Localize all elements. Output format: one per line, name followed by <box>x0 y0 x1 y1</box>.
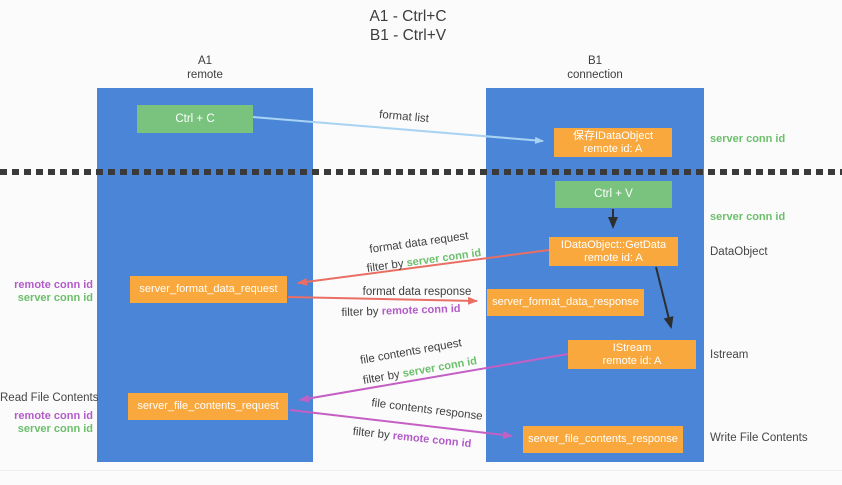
node-istream: IStream remote id: A <box>568 340 696 369</box>
label-format-list: format list <box>378 108 430 126</box>
label-read-file-contents: Read File Contents <box>0 392 99 404</box>
dotted-separator-line <box>0 169 842 175</box>
node-server-format-data-response: server_format_data_response <box>487 289 644 316</box>
server-conn-id-inline-2: server conn id <box>401 355 478 380</box>
label-server-conn-id-left-2: server conn id <box>17 423 93 435</box>
lane-header-b1: B1 connection <box>486 55 704 82</box>
label-remote-conn-id-left-1: remote conn id <box>14 279 93 291</box>
node-ctrl-c: Ctrl + C <box>137 105 253 133</box>
node-file-request-label: server_file_contents_request <box>137 400 279 412</box>
node-idataobject-getdata: IDataObject::GetData remote id: A <box>549 237 678 266</box>
lane-b1-name: B1 <box>587 55 603 67</box>
node-istream-line2: remote id: A <box>602 354 662 367</box>
node-server-file-contents-response: server_file_contents_response <box>523 426 683 453</box>
filter-by-text-3: filter by <box>362 368 404 387</box>
node-ctrl-v-label: Ctrl + V <box>594 188 633 200</box>
bottom-divider <box>0 470 842 471</box>
filter-by-text-4: filter by <box>352 425 394 442</box>
remote-conn-id-inline-1: remote conn id <box>381 302 461 318</box>
remote-conn-id-inline-2: remote conn id <box>392 430 472 451</box>
title-line-2: B1 - Ctrl+V <box>369 27 447 44</box>
node-format-response-label: server_format_data_response <box>492 296 639 308</box>
node-ctrl-c-label: Ctrl + C <box>175 112 215 125</box>
title-line-1: A1 - Ctrl+C <box>369 8 447 25</box>
label-filter-by-remote-conn-id-2: filter by remote conn id <box>352 426 472 450</box>
lane-a1-role: remote <box>187 68 223 81</box>
lane-b1-role: connection <box>567 68 623 81</box>
node-istream-line1: IStream <box>612 341 652 354</box>
label-server-conn-id-left-1: server conn id <box>17 292 93 304</box>
node-format-request-label: server_format_data_request <box>139 283 278 295</box>
filter-by-text-1: filter by <box>365 257 408 275</box>
node-save-idataobject-line1: 保存IDataObject <box>572 129 654 142</box>
server-conn-id-inline-1: server conn id <box>405 247 483 270</box>
node-getdata-line2: remote id: A <box>584 251 643 264</box>
lane-a1-name: A1 <box>197 55 213 67</box>
lane-header-a1: A1 remote <box>97 55 313 82</box>
label-server-conn-id-right-mid: server conn id <box>710 211 786 223</box>
node-server-file-contents-request: server_file_contents_request <box>128 393 288 420</box>
node-ctrl-v: Ctrl + V <box>555 181 672 208</box>
node-save-idataobject: 保存IDataObject remote id: A <box>554 128 672 157</box>
label-filter-by-remote-conn-id-1: filter by remote conn id <box>341 303 460 319</box>
node-getdata-line1: IDataObject::GetData <box>560 238 667 251</box>
node-file-response-label: server_file_contents_response <box>528 433 678 445</box>
label-write-file-contents: Write File Contents <box>710 432 808 444</box>
label-dataobject: DataObject <box>710 246 768 258</box>
label-istream: Istream <box>710 349 749 361</box>
node-server-format-data-request: server_format_data_request <box>130 276 287 303</box>
label-server-conn-id-right-top: server conn id <box>710 133 786 145</box>
node-save-idataobject-line2: remote id: A <box>583 142 643 155</box>
label-format-data-response: format data response <box>362 286 472 298</box>
filter-by-text-2: filter by <box>341 305 382 320</box>
label-file-contents-response: file contents response <box>370 397 484 423</box>
diagram-title: A1 - Ctrl+C B1 - Ctrl+V <box>308 7 508 45</box>
label-remote-conn-id-left-2: remote conn id <box>14 410 93 422</box>
